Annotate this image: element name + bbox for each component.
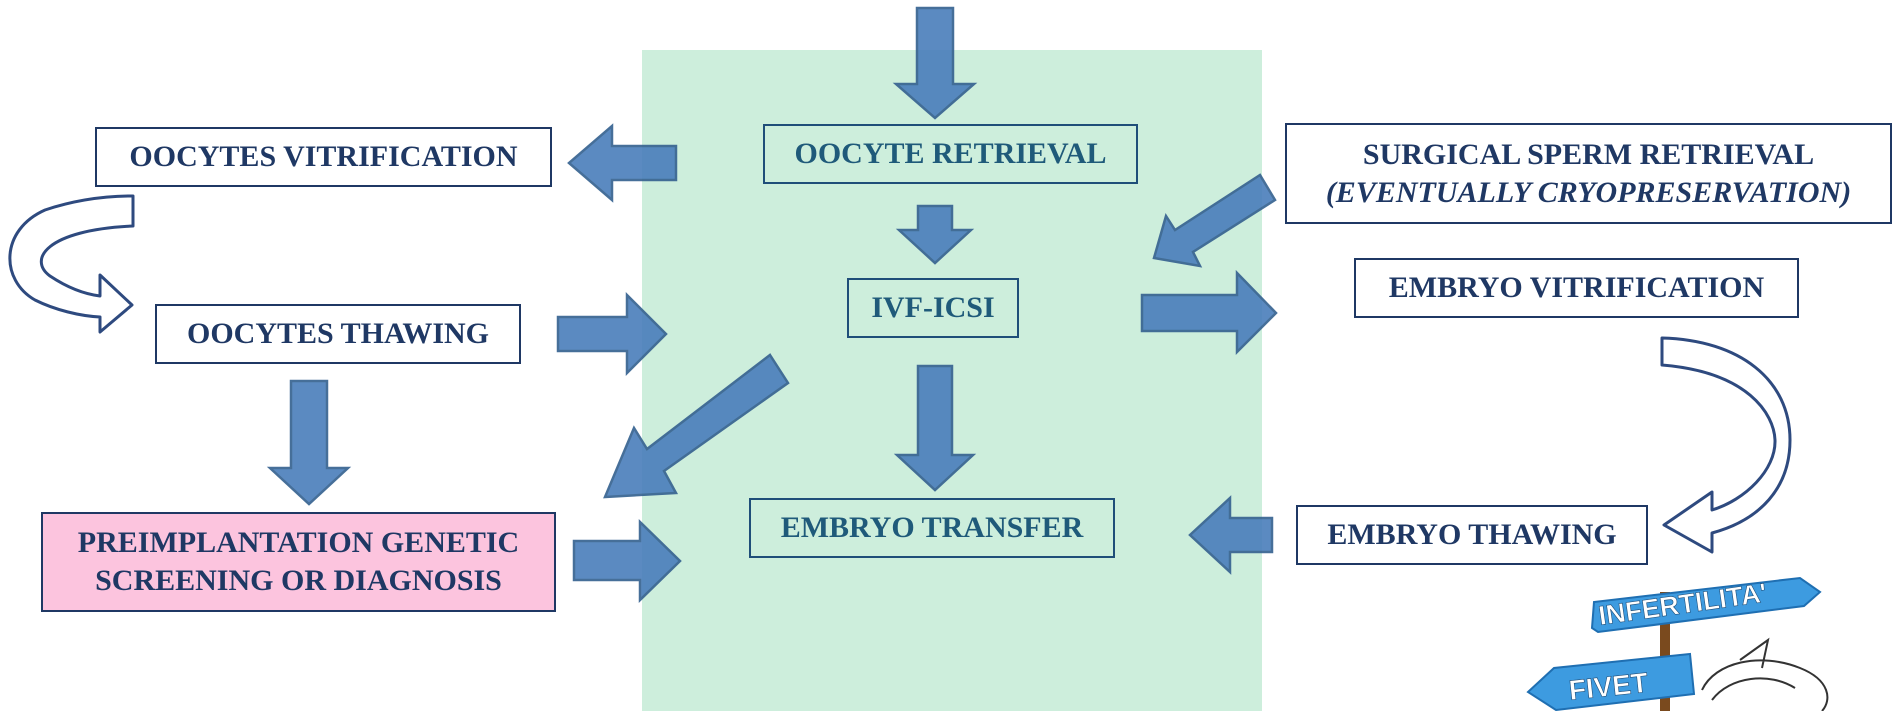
swirl-sketch	[1701, 637, 1829, 711]
signpost-illustration: INFERTILITA' FIVET	[1526, 576, 1829, 711]
curved-arrow-embryo-vitrification-to-thawing	[1660, 336, 1792, 554]
pgs-label-line2: SCREENING OR DIAGNOSIS	[95, 564, 502, 597]
embryo-thawing-box: EMBRYO THAWING	[1296, 505, 1648, 565]
sign-infertilita-label: INFERTILITA'	[1597, 578, 1769, 631]
pgs-box: PREIMPLANTATION GENETIC SCREENING OR DIA…	[41, 512, 556, 612]
arrow-embryo-thawing-to-transfer	[1188, 495, 1274, 575]
surgical-sperm-label-line1: SURGICAL SPERM RETRIEVAL	[1362, 138, 1815, 171]
arrow-retrieval-to-ivf	[895, 204, 975, 265]
ivf-icsi-label: IVF-ICSI	[871, 291, 995, 325]
surgical-sperm-retrieval-box: SURGICAL SPERM RETRIEVAL (EVENTUALLY CRY…	[1285, 123, 1892, 224]
embryo-vitrification-label: EMBRYO VITRIFICATION	[1388, 271, 1765, 305]
embryo-transfer-box: EMBRYO TRANSFER	[749, 498, 1115, 558]
signpost-pole	[1660, 592, 1670, 711]
oocytes-thawing-box: OOCYTES THAWING	[155, 304, 521, 364]
sign-fivet	[1526, 652, 1696, 711]
oocytes-vitrification-label: OOCYTES VITRIFICATION	[129, 140, 518, 174]
sign-infertilita	[1590, 576, 1822, 634]
arrow-pgs-to-transfer	[572, 519, 682, 603]
surgical-sperm-label-line2: (EVENTUALLY CRYOPRESERVATION)	[1325, 175, 1852, 209]
ivf-icsi-box: IVF-ICSI	[847, 278, 1019, 338]
pgs-label-line1: PREIMPLANTATION GENETIC	[77, 525, 520, 559]
arrow-ivf-to-transfer	[893, 364, 977, 492]
arrow-ivf-to-embryo-vitrification	[1140, 269, 1278, 356]
oocytes-thawing-label: OOCYTES THAWING	[186, 317, 490, 351]
curved-arrow-vitrification-to-thawing	[8, 194, 135, 334]
embryo-vitrification-box: EMBRYO VITRIFICATION	[1354, 258, 1799, 318]
arrow-oocytes-thawing-to-ivf	[556, 291, 668, 377]
embryo-thawing-label: EMBRYO THAWING	[1327, 518, 1617, 552]
arrow-to-oocytes-vitrification	[567, 123, 678, 203]
arrow-ivf-to-pgs	[603, 353, 790, 499]
oocyte-retrieval-label: OOCYTE RETRIEVAL	[794, 137, 1107, 171]
arrow-into-oocyte-retrieval	[892, 6, 978, 120]
arrow-thawing-to-pgs	[266, 379, 352, 506]
embryo-transfer-label: EMBRYO TRANSFER	[780, 511, 1084, 545]
oocytes-vitrification-box: OOCYTES VITRIFICATION	[95, 127, 552, 187]
arrow-surgical-sperm-to-ivf	[1152, 173, 1277, 268]
oocyte-retrieval-box: OOCYTE RETRIEVAL	[763, 124, 1138, 184]
